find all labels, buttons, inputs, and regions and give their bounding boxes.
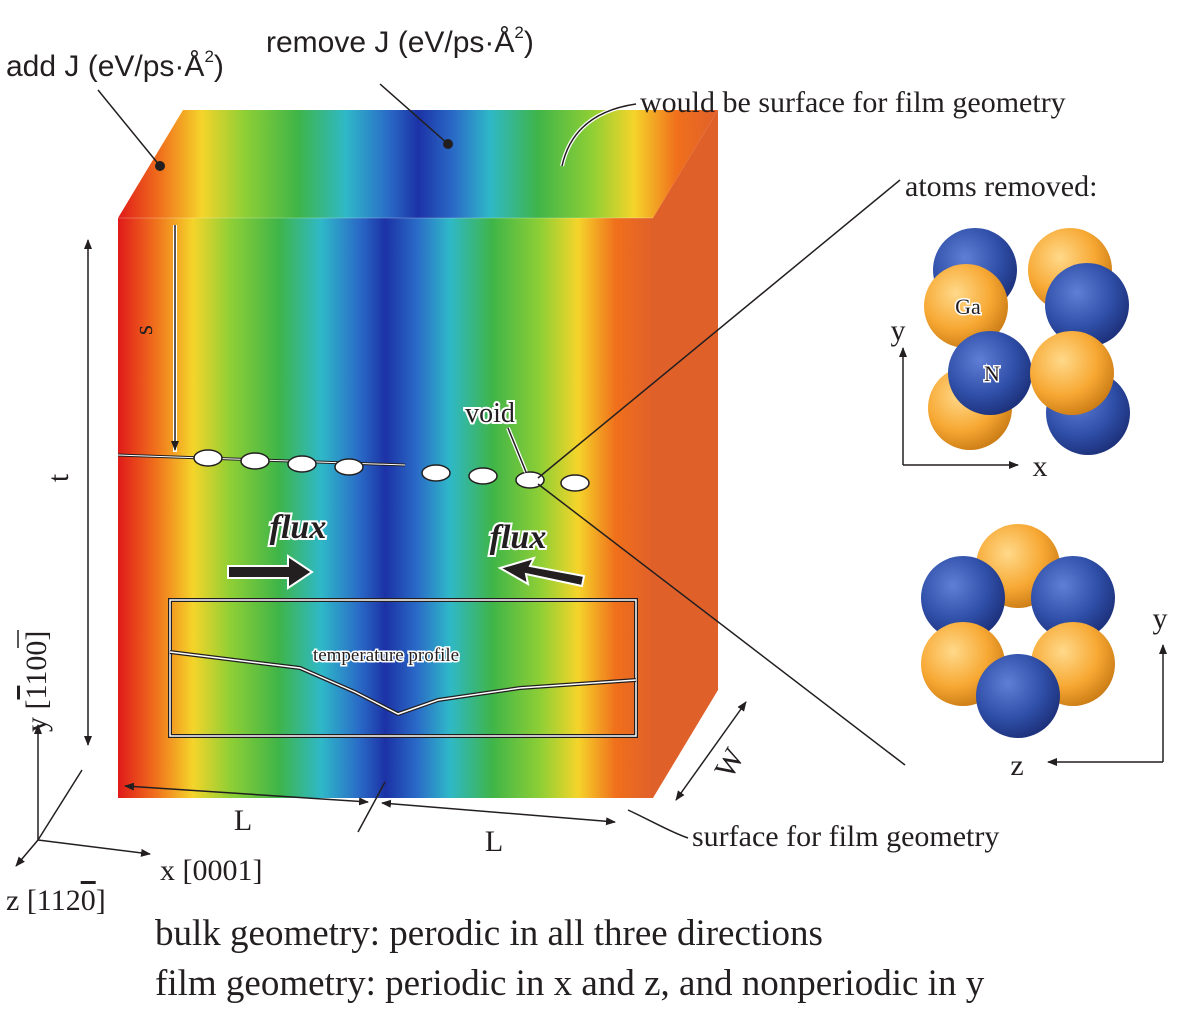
n-atom (976, 654, 1060, 738)
axes-zy: y z (1010, 602, 1167, 782)
void-ellipse (560, 474, 590, 492)
t-dimension: t (42, 239, 92, 746)
n-atom (1045, 263, 1129, 347)
ga-label: Ga (955, 294, 981, 319)
n-label: N (984, 361, 1000, 386)
void-ellipse (334, 458, 364, 476)
axis-z-label: z (1010, 749, 1023, 782)
void-ellipse (421, 464, 451, 482)
flux-left: flux (227, 507, 328, 590)
void-ellipse (193, 449, 223, 467)
x-direction-label: x [0001] (160, 854, 262, 887)
flux-label-right: flux (490, 519, 547, 556)
box-front-face (118, 218, 653, 798)
flux-arrow-right (227, 554, 314, 590)
void-callout: void (463, 396, 528, 473)
surface-film-callout: surface for film geometry (627, 809, 999, 853)
temperature-profile-inset: temperature profile (168, 598, 638, 738)
axis-x-label: x (1033, 450, 1048, 483)
n-atom (948, 331, 1032, 415)
void-row (117, 449, 590, 492)
ga-atom (924, 264, 1008, 348)
axis-y-label: y (891, 314, 906, 347)
flux-arrow-left (497, 556, 586, 588)
void-ellipse (468, 467, 498, 485)
axis-y-label-zy: y (1153, 602, 1168, 635)
y-direction-label: y [1100] (20, 631, 53, 732)
temperature-profile-label: temperature profile (313, 645, 459, 666)
box-top-face (118, 110, 718, 218)
would-be-surface-callout: would be surface for film geometry (560, 86, 1066, 167)
atoms-removed-callout: atoms removed: (537, 170, 1097, 766)
coordinate-system: y [1100] x [0001] z [1120] (6, 630, 262, 917)
w-label: W (708, 742, 751, 784)
caption-film: film geometry: periodic in x and z, and … (155, 963, 985, 1004)
l-dimensions: L L (124, 781, 616, 858)
void-ellipse (240, 452, 270, 470)
n-atom (1031, 556, 1115, 640)
add-j-callout: add J (eV/ps·Å2) (6, 47, 224, 171)
n-atom (921, 556, 1005, 640)
would-be-surface-label: would be surface for film geometry (640, 86, 1066, 119)
flux-right: flux (488, 517, 586, 588)
axes-xy: y x (891, 314, 1048, 483)
atom-cluster-xy: Ga N (924, 228, 1130, 455)
surface-film-label: surface for film geometry (692, 820, 999, 853)
z-direction-label: z [1120] (6, 884, 106, 917)
void-ellipse (287, 455, 317, 473)
box-right-face (653, 110, 718, 798)
atoms-removed-label: atoms removed: (905, 170, 1097, 203)
s-label: s (129, 325, 158, 335)
s-dimension: s (129, 225, 179, 452)
void-ellipse (515, 471, 545, 489)
remove-j-label: remove J (eV/ps·Å2) (266, 23, 534, 59)
void-label: void (465, 398, 515, 429)
caption-bulk: bulk geometry: perodic in all three dire… (155, 913, 823, 954)
l-label-left: L (234, 804, 252, 837)
t-label: t (42, 473, 75, 482)
simulation-box (118, 110, 718, 798)
atom-cluster-zy (921, 524, 1115, 738)
ga-atom (1030, 331, 1114, 415)
flux-label-left: flux (270, 509, 327, 546)
l-label-right: L (485, 825, 503, 858)
add-j-label: add J (eV/ps·Å2) (6, 47, 224, 83)
remove-j-callout: remove J (eV/ps·Å2) (266, 23, 534, 149)
